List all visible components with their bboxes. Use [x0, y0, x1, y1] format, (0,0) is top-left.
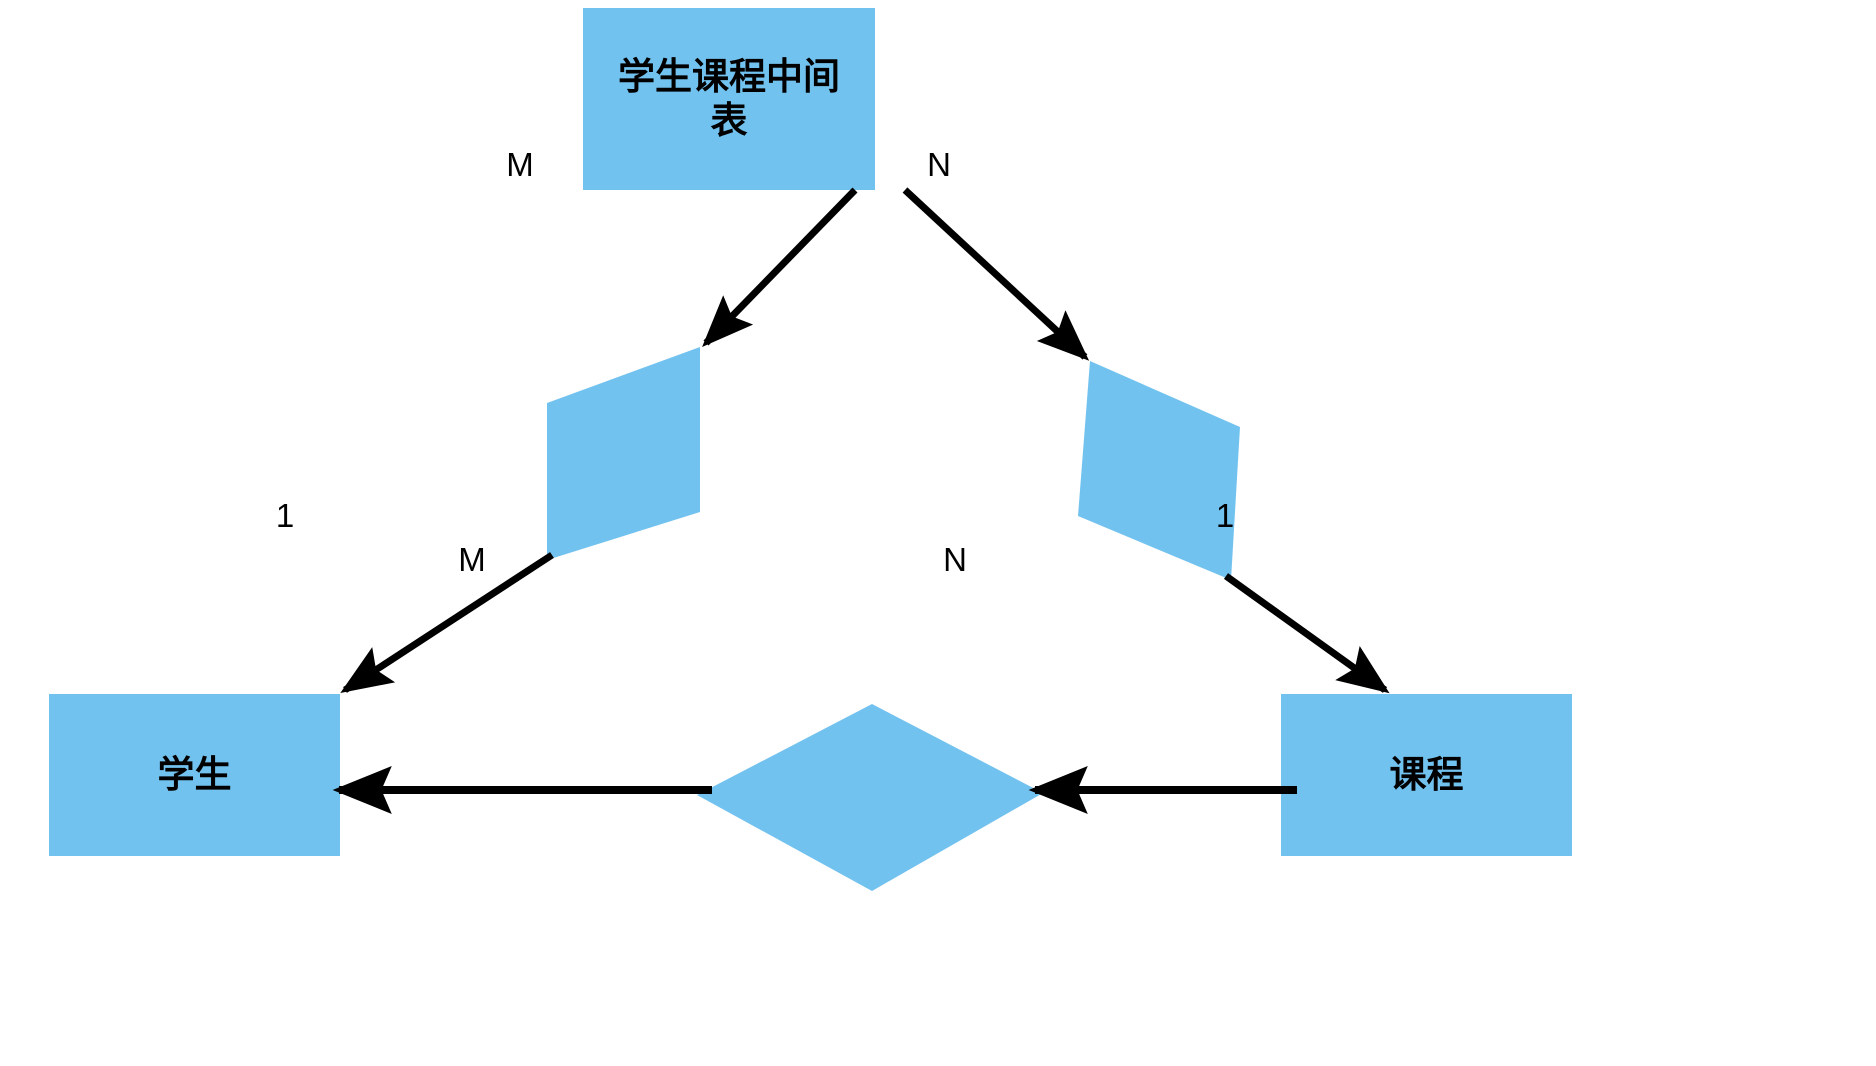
edge-right-to-course[interactable] — [1223, 573, 1390, 694]
node-course-entity[interactable] — [1281, 694, 1572, 856]
edge-table-to-left[interactable] — [702, 187, 858, 348]
node-intermediate-table[interactable] — [583, 8, 875, 190]
node-right-relationship[interactable] — [1078, 361, 1240, 580]
edge-left-to-student[interactable] — [340, 552, 554, 694]
node-student-entity[interactable] — [49, 694, 340, 856]
edge-table-to-right[interactable] — [902, 187, 1090, 361]
node-left-relationship[interactable] — [547, 347, 700, 560]
node-center-relationship[interactable] — [697, 704, 1043, 891]
